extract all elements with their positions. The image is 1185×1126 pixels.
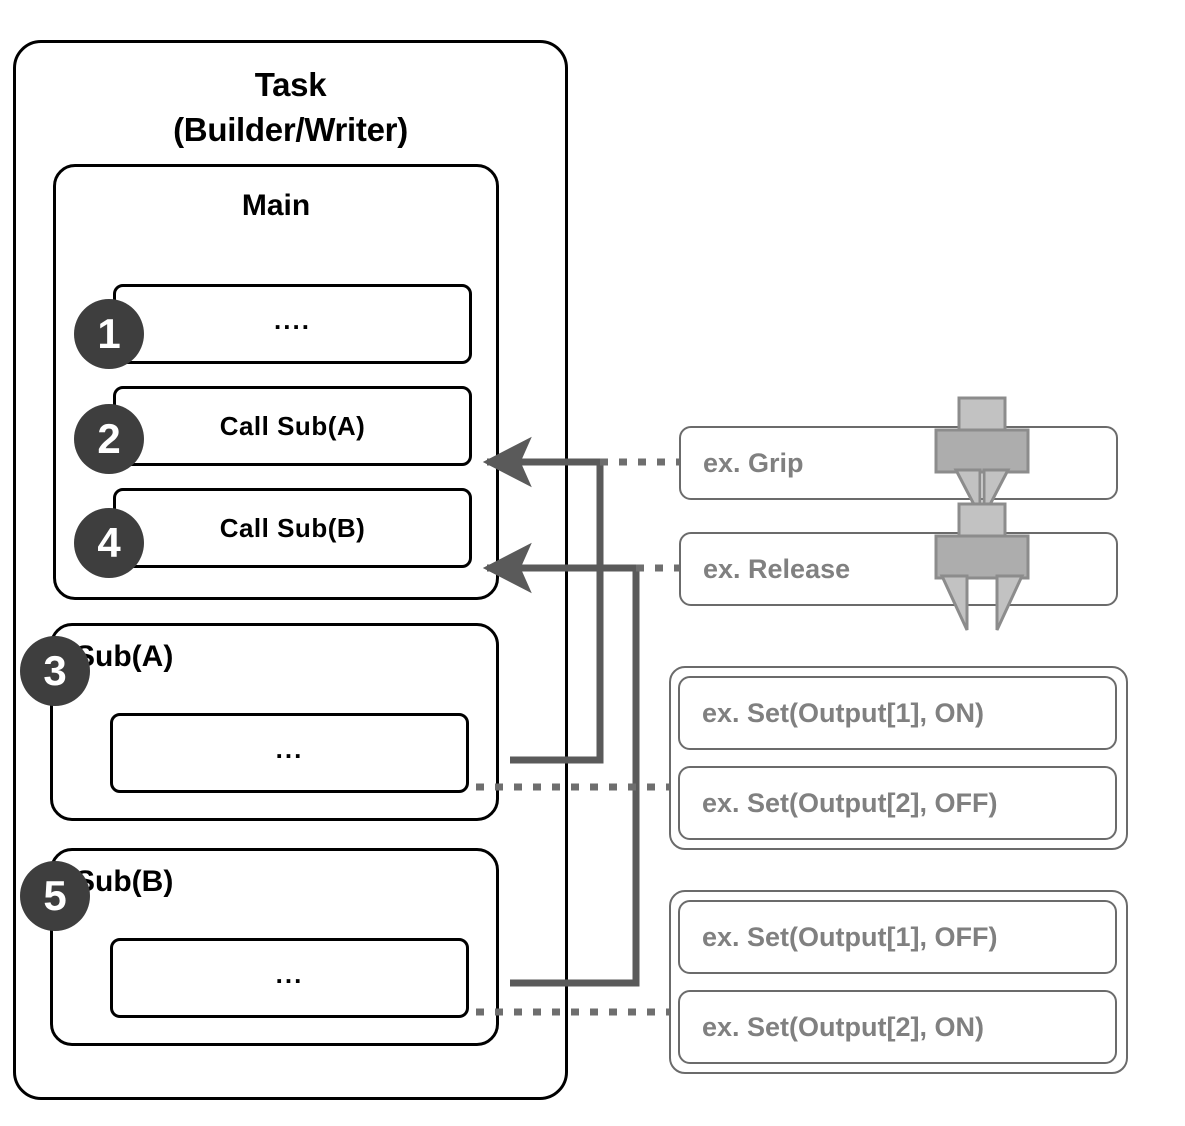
task-title-line1: Task [254,66,327,103]
main-statement-call-sub-a[interactable]: Call Sub(A) [113,386,472,466]
main-title: Main [241,189,311,222]
output-item-a1-label: ex. Set(Output[1], ON) [702,697,984,728]
task-title-line2: (Builder/Writer) [173,110,408,148]
main-statement-call-sub-b[interactable]: Call Sub(B) [113,488,472,568]
sub-b-statement[interactable]: ... [110,938,469,1018]
step-badge-3: 3 [20,636,90,706]
output-item-a2[interactable]: ex. Set(Output[2], OFF) [678,766,1117,840]
sub-a-box: Sub(A) ... [50,623,499,821]
main-statement-1[interactable]: .... [113,284,472,364]
output-item-b1-label: ex. Set(Output[1], OFF) [702,921,998,952]
example-card-grip-label: ex. Grip [703,447,804,478]
sub-a-title: Sub(A) [75,640,174,673]
output-item-b1[interactable]: ex. Set(Output[1], OFF) [678,900,1117,974]
output-item-a2-label: ex. Set(Output[2], OFF) [702,787,998,818]
step-badge-2: 2 [74,404,144,474]
example-card-release-label: ex. Release [703,553,851,584]
sub-a-statement[interactable]: ... [110,713,469,793]
sub-b-box: Sub(B) ... [50,848,499,1046]
sub-b-title: Sub(B) [75,865,174,898]
step-badge-4: 4 [74,508,144,578]
step-badge-5: 5 [20,861,90,931]
output-item-b2[interactable]: ex. Set(Output[2], ON) [678,990,1117,1064]
output-item-a1[interactable]: ex. Set(Output[1], ON) [678,676,1117,750]
example-card-release[interactable]: ex. Release [679,532,1118,606]
task-title: Task (Builder/Writer) [16,63,565,152]
example-card-grip[interactable]: ex. Grip [679,426,1118,500]
output-item-b2-label: ex. Set(Output[2], ON) [702,1011,984,1042]
step-badge-1: 1 [74,299,144,369]
